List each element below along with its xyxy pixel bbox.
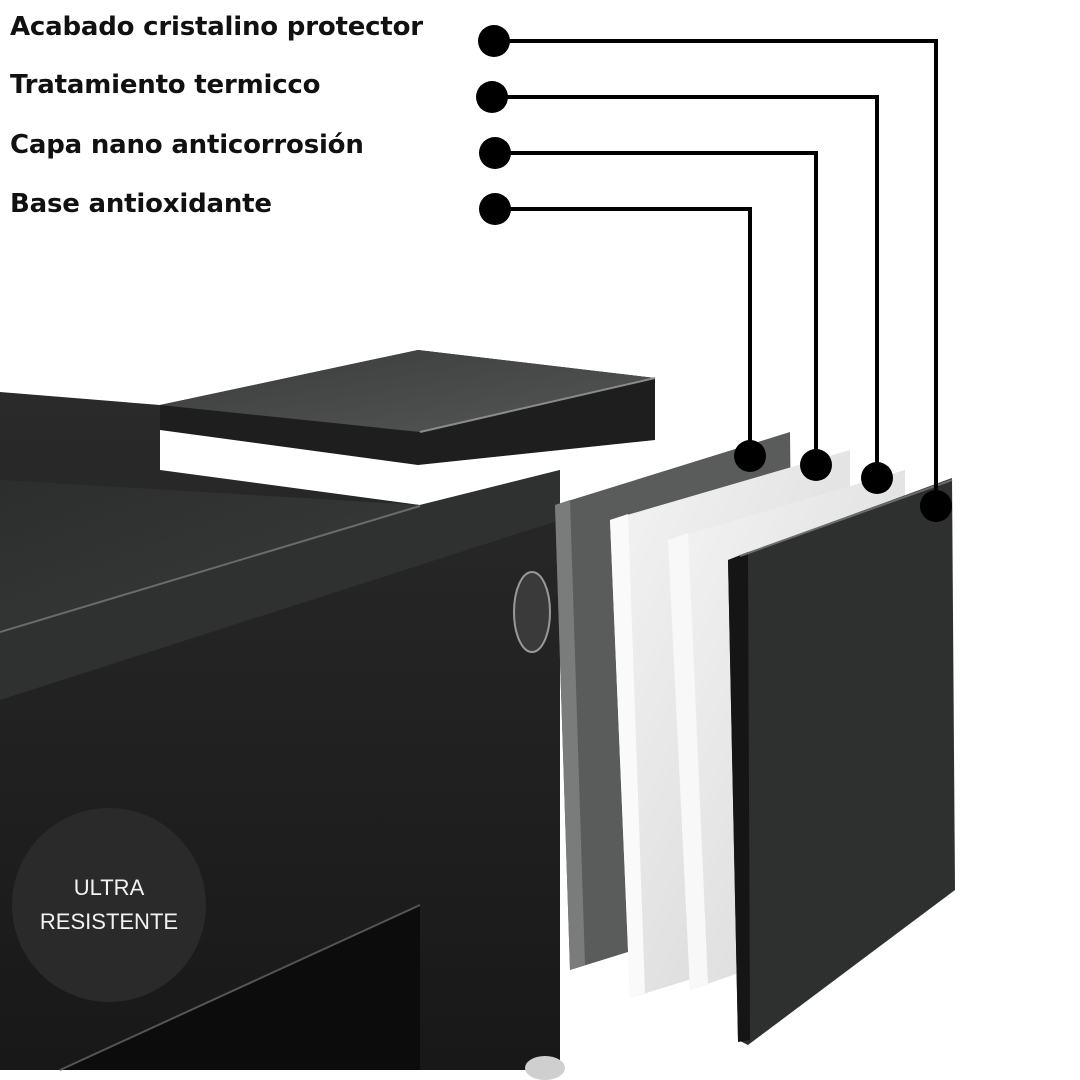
callout-dot-2	[476, 81, 508, 113]
panel-dot-2	[861, 462, 893, 494]
label-capa-nano: Capa nano anticorrosión	[10, 130, 364, 160]
callout-line-4	[495, 207, 752, 456]
callout-line-1	[494, 39, 938, 506]
panel-dot-4	[734, 440, 766, 472]
callout-dot-3	[479, 137, 511, 169]
panel-dot-1	[920, 490, 952, 522]
callout-dots	[476, 25, 952, 522]
callout-dot-4	[479, 193, 511, 225]
ultra-resistente-badge: ULTRA RESISTENTE	[12, 808, 206, 1002]
label-base-antioxidante: Base antioxidante	[10, 189, 272, 219]
label-acabado-cristalino: Acabado cristalino protector	[10, 12, 423, 42]
callout-dot-1	[478, 25, 510, 57]
panel-acabado-cristalino	[728, 478, 955, 1045]
label-tratamiento-termico: Tratamiento termicco	[10, 70, 321, 100]
badge-line-2: RESISTENTE	[39, 909, 179, 934]
badge-line-1: ULTRA	[73, 875, 145, 900]
callout-lines	[492, 39, 938, 506]
layer-panels	[555, 432, 955, 1045]
panel-dot-3	[800, 449, 832, 481]
callout-line-3	[495, 151, 818, 465]
callout-line-2	[492, 95, 879, 478]
